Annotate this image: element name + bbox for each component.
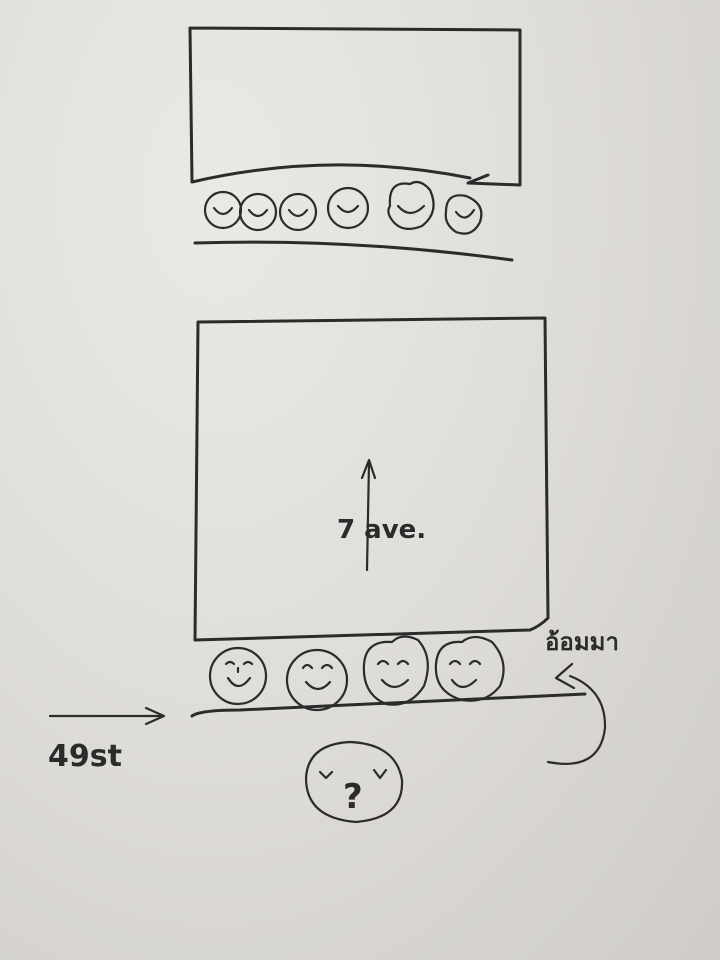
avenue-direction-arrow: [360, 458, 377, 572]
person-face: [278, 192, 318, 232]
person-face: [362, 635, 429, 706]
turn-label: อ้อมมา: [545, 628, 619, 656]
person-face: [203, 190, 243, 230]
street-direction-arrow: [48, 706, 166, 726]
avenue-label: 7 ave.: [337, 515, 426, 545]
top-people-row: [203, 180, 483, 235]
top-curb-line: [193, 240, 514, 262]
top-building: [188, 26, 522, 187]
question-mark: ?: [343, 777, 363, 817]
person-face: [444, 194, 483, 235]
person-face: [285, 648, 349, 712]
person-face: [387, 180, 435, 231]
bottom-curb-line: [190, 692, 587, 718]
street-label: 49st: [48, 739, 122, 774]
person-face: [326, 186, 370, 230]
person-face: [434, 635, 505, 702]
turn-around-arrow: [546, 662, 607, 765]
unknown-person: ?: [304, 740, 404, 824]
person-face: [208, 646, 268, 706]
main-building: [193, 316, 550, 642]
person-face: [238, 192, 278, 232]
